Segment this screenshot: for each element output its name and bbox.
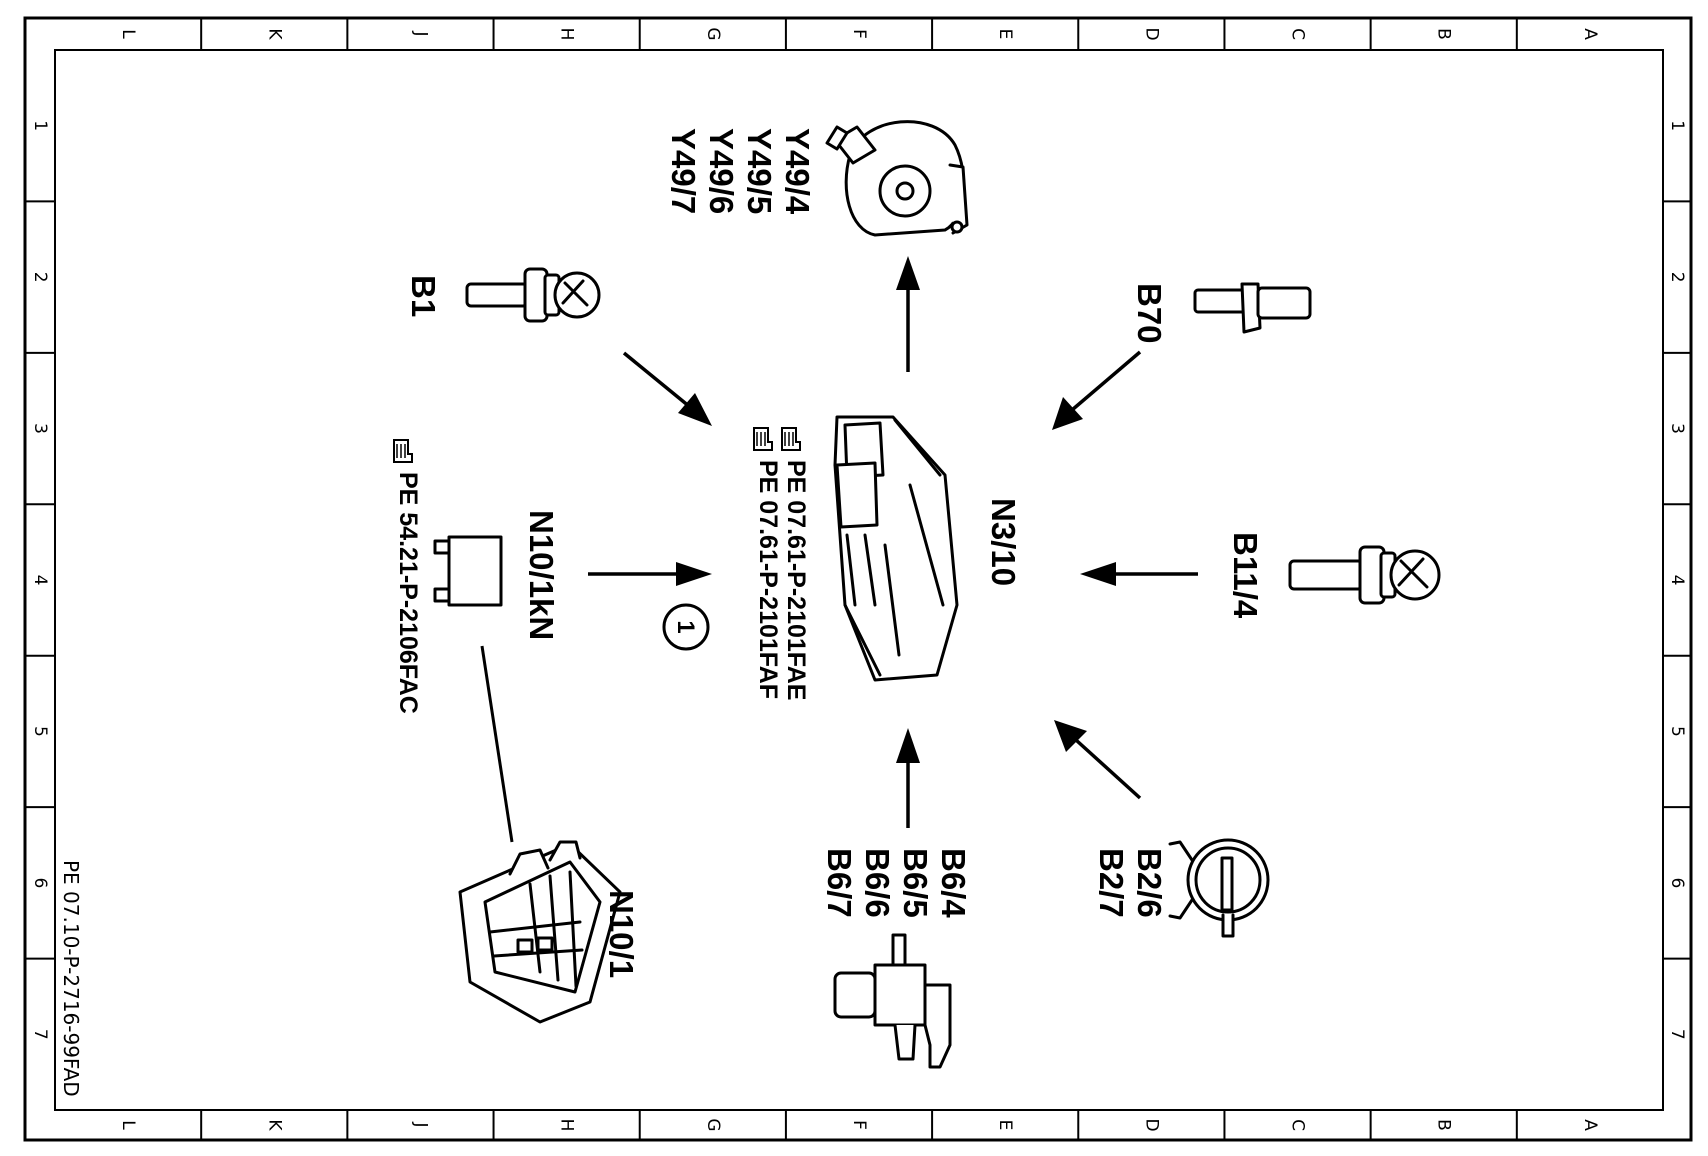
column-label-bottom: C (1288, 1119, 1308, 1131)
relay-icon (433, 535, 503, 607)
y49-label-6: Y49/6 (703, 128, 740, 214)
column-label-bottom: F (849, 1120, 869, 1130)
row-label-right: 1 (1667, 120, 1687, 131)
callout-number: 1 (672, 620, 699, 633)
row-label-left: 4 (30, 575, 50, 586)
column-label-top: E (995, 29, 1015, 40)
y49-label-5: Y49/5 (741, 128, 778, 214)
column-label-top: G (703, 27, 723, 40)
b6-labels: B6/4 B6/5 B6/6 B6/7 (821, 848, 972, 918)
row-label-right: 7 (1667, 1029, 1687, 1040)
fuse-relay-module-icon (458, 840, 622, 1024)
y49-label-4: Y49/4 (779, 128, 816, 215)
row-label-left: 5 (30, 726, 50, 737)
row-labels-left: 1 2 3 4 5 6 7 (30, 120, 50, 1039)
arrow-b11-4-to-ecu (1080, 562, 1198, 586)
relay-reference: PE 54.21-P-2106FAC (393, 439, 422, 714)
callout-marker: 1 (662, 603, 710, 651)
column-label-top: C (1288, 28, 1308, 40)
ecu-ref-1: PE 07.61-P-2101FAE (782, 460, 810, 700)
arrow-b2-to-ecu (1054, 720, 1142, 800)
row-label-right: 6 (1667, 877, 1687, 888)
ecu-references: PE 07.61-P-2101FAE PE 07.61-P-2101FAF (753, 427, 810, 700)
camshaft-hall-sensor-icon (833, 933, 952, 1069)
row-label-right: 5 (1667, 726, 1687, 737)
column-label-bottom: H (557, 1119, 577, 1132)
ecu-ref-2: PE 07.61-P-2101FAF (754, 460, 782, 699)
b6-label-7: B6/7 (821, 848, 858, 918)
n3-10-label: N3/10 (985, 498, 1022, 586)
column-label-top: D (1141, 27, 1161, 40)
row-label-left: 6 (30, 877, 50, 888)
document-id: PE 07.10-P-2716-99FAD (59, 860, 83, 1097)
y49-labels: Y49/4 Y49/5 Y49/6 Y49/7 (665, 128, 816, 215)
b1-label: B1 (405, 275, 442, 317)
b70-label: B70 (1131, 283, 1168, 344)
arrow-n10-1kn-to-ecu (588, 562, 712, 586)
column-label-bottom: G (703, 1118, 723, 1131)
relay-to-module-line (480, 645, 514, 843)
arrow-ecu-to-y49 (896, 256, 920, 372)
hot-film-mass-air-flow-sensor-icon (1168, 838, 1270, 938)
arrow-b6-to-ecu (896, 728, 920, 828)
signal-arrows (480, 256, 1198, 843)
row-label-right: 3 (1667, 423, 1687, 434)
column-label-bottom: K (264, 1119, 284, 1131)
column-label-top: H (557, 28, 577, 41)
column-label-bottom: L (118, 1120, 138, 1130)
relay-ref: PE 54.21-P-2106FAC (394, 472, 422, 714)
n10-1-label: N10/1 (603, 890, 640, 978)
pointing-hand-icon (393, 439, 413, 463)
b2-label-7: B2/7 (1093, 848, 1130, 918)
pointing-hand-icon (753, 427, 773, 451)
row-label-left: 3 (30, 423, 50, 434)
row-label-right: 4 (1667, 575, 1687, 586)
b6-label-4: B6/4 (935, 848, 972, 918)
column-label-top: K (264, 28, 284, 40)
coolant-sensor-icon (1288, 545, 1441, 605)
column-label-bottom: E (995, 1120, 1015, 1131)
column-label-top: B (1434, 28, 1454, 40)
column-label-top: J (410, 30, 430, 36)
column-label-bottom: J (410, 1121, 430, 1127)
arrow-b1-to-ecu (622, 351, 712, 426)
row-label-left: 1 (30, 120, 50, 131)
n10-1kn-label: N10/1kN (523, 510, 560, 640)
pointing-hand-icon (781, 427, 801, 451)
column-label-bottom: D (1141, 1118, 1161, 1131)
b11-4-label: B11/4 (1227, 532, 1264, 619)
row-label-right: 2 (1667, 272, 1687, 283)
row-labels-right: 1 2 3 4 5 6 7 (1667, 120, 1687, 1039)
b6-label-6: B6/6 (859, 848, 896, 918)
column-label-top: A (1580, 28, 1600, 40)
arrow-b70-to-ecu (1052, 350, 1142, 430)
column-label-bottom: B (1434, 1119, 1454, 1131)
column-label-top: F (849, 29, 869, 39)
b2-label-6: B2/6 (1131, 848, 1168, 918)
b6-label-5: B6/5 (897, 848, 934, 918)
row-label-left: 7 (30, 1029, 50, 1040)
drawing-frame (23, 16, 1693, 1142)
column-label-top: L (118, 29, 138, 39)
camshaft-solenoid-icon (825, 120, 969, 237)
y49-label-7: Y49/7 (665, 128, 702, 214)
engine-control-unit-icon (833, 415, 959, 682)
temperature-sensor-icon (465, 267, 601, 323)
column-label-bottom: A (1580, 1119, 1600, 1131)
row-label-left: 2 (30, 272, 50, 283)
crankshaft-sensor-icon (1193, 282, 1312, 334)
